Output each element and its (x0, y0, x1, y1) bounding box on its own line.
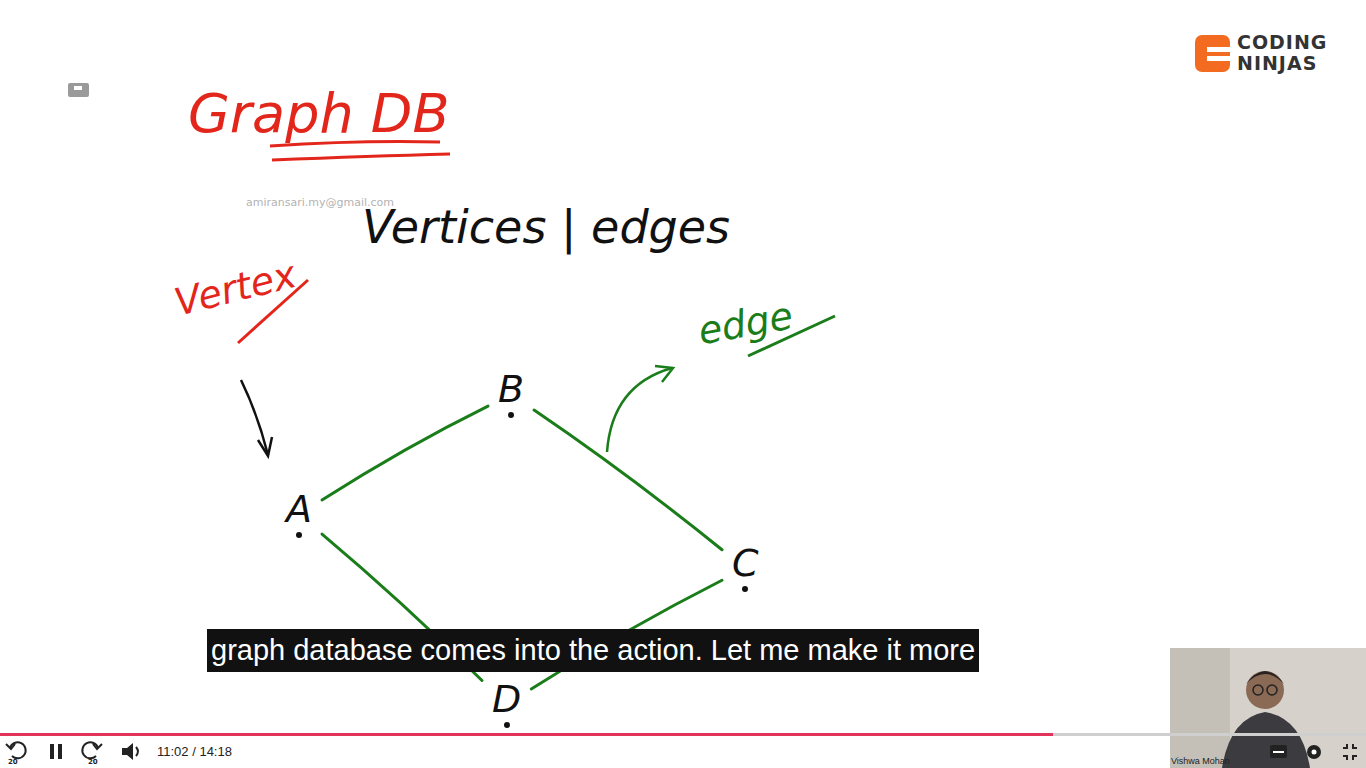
forward-icon-head (93, 744, 102, 749)
presenter-name: Vishwa Mohan (1171, 756, 1230, 766)
pause-icon (58, 744, 62, 759)
vertex-letter: A (286, 488, 312, 530)
webcam-person-head (1246, 671, 1284, 709)
webcam-person-hair (1246, 671, 1284, 684)
graph-vertex: B (494, 366, 528, 420)
edge-pointer-head (655, 366, 673, 382)
graph-vertex: D (488, 676, 525, 730)
vertex-pointer (241, 380, 268, 455)
vertex-letter: C (732, 542, 759, 584)
rewind-icon-head (6, 744, 15, 749)
edge-callout: edge (695, 294, 796, 354)
title-underline (272, 154, 450, 160)
vertex-callout: Vertex (170, 252, 301, 325)
forward-icon (82, 742, 98, 758)
settings-icon-hole (1312, 750, 1317, 755)
vertex-letter: B (498, 368, 524, 410)
corner-icon-mark (74, 86, 82, 90)
graph-edge (534, 410, 722, 550)
logo-icon-slot (1207, 47, 1230, 52)
brand-logo-text: CODING NINJAS (1237, 32, 1337, 74)
skip-seconds: 20 (8, 758, 18, 766)
pause-icon (50, 744, 54, 759)
watermark: amiransari.my@gmail.com (246, 196, 394, 209)
vertex-letter: D (492, 678, 521, 720)
webcam-person-body (1222, 712, 1310, 768)
handwritten-title: Graph DB (188, 82, 449, 145)
vertex-dot (504, 722, 510, 728)
volume-icon (122, 743, 133, 760)
progress-track (0, 733, 1366, 736)
logo-icon (1195, 35, 1230, 72)
fullscreen-icon (1343, 744, 1357, 760)
graph-vertex: A (282, 486, 316, 540)
webcam-glasses (1253, 685, 1263, 695)
volume-wave (136, 747, 138, 756)
webcam-glasses (1267, 685, 1277, 695)
webcam-frame (1170, 648, 1366, 768)
rewind-icon (10, 742, 26, 758)
time-display: 11:02 / 14:18 (157, 744, 232, 760)
logo-icon-slot (1207, 56, 1230, 61)
vertex-dot (296, 532, 302, 538)
skip-seconds: 20 (88, 758, 98, 766)
subtitle-caption: graph database comes into the action. Le… (207, 629, 979, 672)
corner-icon (68, 83, 89, 97)
captions-icon (1270, 745, 1287, 758)
vertex-dot (742, 586, 748, 592)
progress-played (0, 733, 1053, 736)
settings-icon (1307, 745, 1321, 759)
graph-edge (322, 406, 488, 500)
vertex-pointer-head (258, 437, 272, 456)
vertex-dot (508, 412, 514, 418)
captions-icon-line (1273, 751, 1284, 753)
graph-vertex: C (728, 540, 763, 594)
webcam-wall (1170, 648, 1230, 768)
handwritten-heading: Vertices | edges (362, 200, 730, 254)
